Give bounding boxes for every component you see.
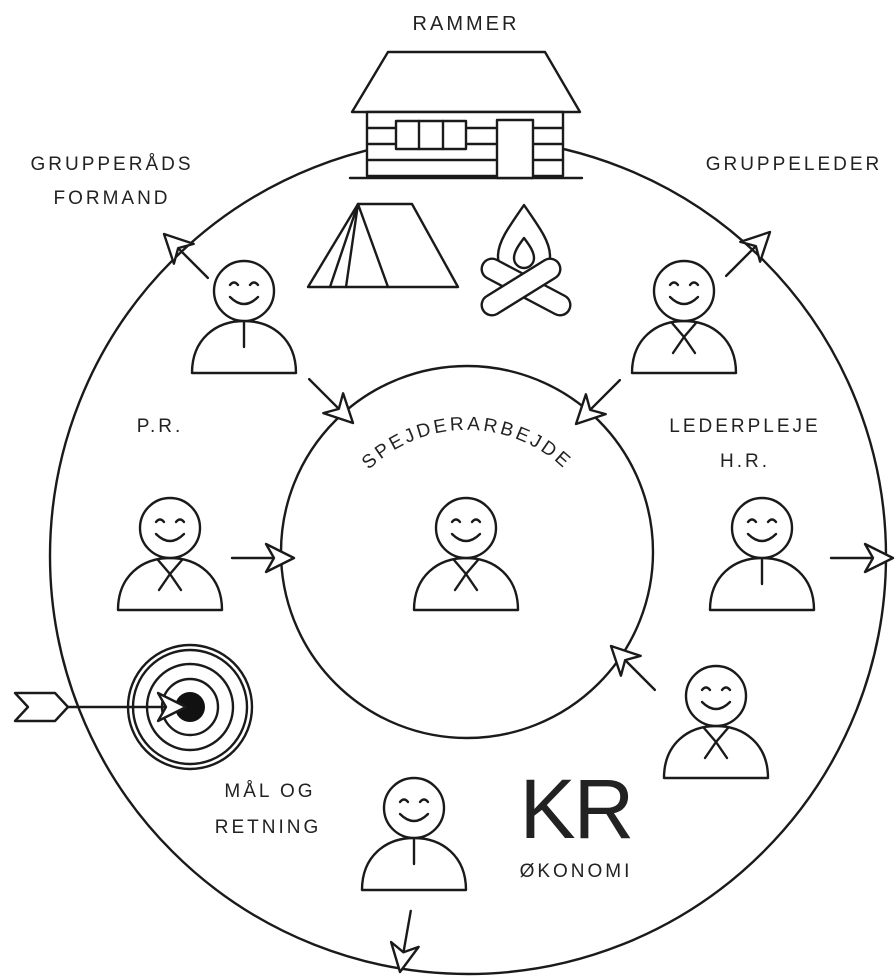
label-maal-og-retning-1: MÅL OG bbox=[224, 781, 315, 802]
arrow-icon bbox=[13, 691, 188, 723]
scout-person-icon bbox=[412, 496, 520, 612]
scout-person-icon bbox=[116, 496, 224, 612]
label-pr: P.R. bbox=[137, 416, 184, 437]
scout-person-icon bbox=[662, 664, 770, 780]
label-grupperads-formand-2: FORMAND bbox=[53, 188, 170, 209]
label-rammer: RAMMER bbox=[413, 13, 520, 35]
label-kr: KR bbox=[520, 762, 633, 856]
label-maal-og-retning-2: RETNING bbox=[215, 817, 322, 838]
label-hr: H.R. bbox=[720, 451, 770, 472]
label-gruppeleder: GRUPPELEDER bbox=[706, 154, 883, 175]
person-icon bbox=[360, 776, 468, 892]
label-okonomi: ØKONOMI bbox=[520, 861, 633, 882]
tent-icon bbox=[306, 202, 460, 289]
label-spejderarbejde: SPEJDERARBEJDE bbox=[358, 414, 576, 474]
person-icon bbox=[708, 496, 816, 612]
campfire-icon bbox=[480, 203, 572, 317]
label-lederpleje: LEDERPLEJE bbox=[669, 416, 820, 437]
house-icon bbox=[348, 50, 584, 180]
label-grupperads-formand-1: GRUPPERÅDS bbox=[30, 154, 193, 175]
scout-person-icon bbox=[630, 259, 738, 375]
